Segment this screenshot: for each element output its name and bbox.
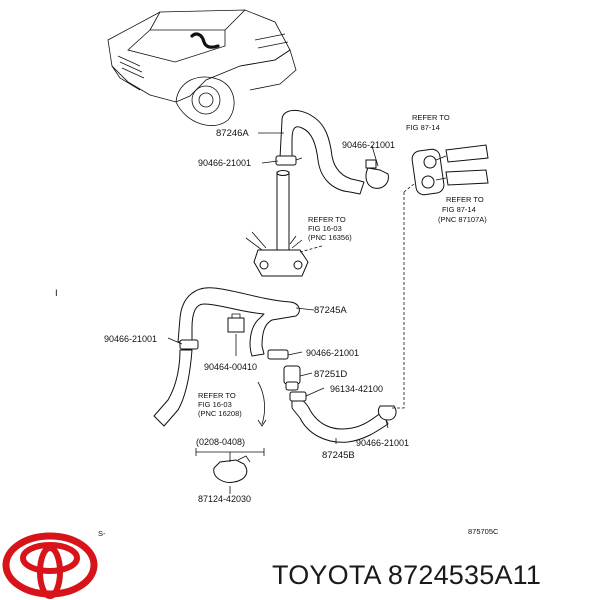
clamp-mid-left [179, 339, 199, 350]
heater-pipe-fitting [411, 144, 489, 196]
clamp-top-right [365, 159, 389, 189]
ref-87-14-top-line1: REFER TO [412, 113, 450, 122]
label-90466-mid-right: 90466-21001 [306, 348, 359, 358]
ref-87-14-bottom-line3: (PNC 87107A) [438, 215, 487, 224]
ref-87-14-top-line2: FIG 87-14 [406, 123, 440, 132]
vehicle-illustration [107, 9, 297, 126]
ref-16-03-bottom-line3: (PNC 16208) [198, 409, 242, 418]
hose-87246A [279, 110, 365, 195]
label-87245A: 87245A [314, 305, 347, 316]
label-date-range: (0208-0408) [196, 437, 245, 447]
corner-code-right: 875705C [468, 527, 499, 536]
part-labels: 87246A 90466-21001 90466-21001 87245A 90… [104, 128, 409, 504]
label-90466-mid-left: 90466-21001 [104, 334, 157, 344]
ref-16-03-bottom-line2: FIG 16-03 [198, 400, 232, 409]
clamp-top-left [275, 155, 303, 166]
hose-87245A [177, 287, 300, 357]
label-87245B: 87245B [322, 450, 355, 461]
label-90466-top-left: 90466-21001 [198, 158, 251, 168]
ref-87-14-bottom-line2: FIG 87-14 [442, 205, 476, 214]
reference-notes: REFER TO FIG 87-14 REFER TO FIG 87-14 (P… [198, 113, 487, 418]
caption-brand-part: TOYOTA 8724535A11 [272, 560, 541, 590]
side-mark: I [55, 288, 58, 299]
connector-87251D [283, 365, 301, 391]
label-90466-bottom: 90466-21001 [356, 438, 409, 448]
water-outlet-pipe [245, 170, 309, 277]
label-90464: 90464-00410 [204, 362, 257, 372]
ref-16-03-bottom-line1: REFER TO [198, 391, 236, 400]
label-87251D: 87251D [314, 369, 347, 380]
ref-16-03-top-line2: FIG 16-03 [308, 224, 342, 233]
clamp-87124 [213, 455, 251, 483]
leader-lines [167, 132, 389, 494]
dashed-leaders [299, 183, 415, 409]
label-87246A: 87246A [216, 128, 249, 139]
toyota-logo-icon [2, 532, 98, 599]
ref-16-03-top-line3: (PNC 16356) [308, 233, 352, 242]
hose-87245B [289, 391, 397, 443]
corner-code-left: S- [98, 529, 106, 538]
label-90466-top-right: 90466-21001 [342, 140, 395, 150]
clamp-mid-right [267, 349, 289, 360]
ref-16-03-top-line1: REFER TO [308, 215, 346, 224]
label-87124: 87124-42030 [198, 494, 251, 504]
clamp-90464 [227, 313, 245, 333]
lower-left-pipe [153, 349, 193, 427]
ref-87-14-bottom-line1: REFER TO [446, 195, 484, 204]
label-96134: 96134-42100 [330, 384, 383, 394]
